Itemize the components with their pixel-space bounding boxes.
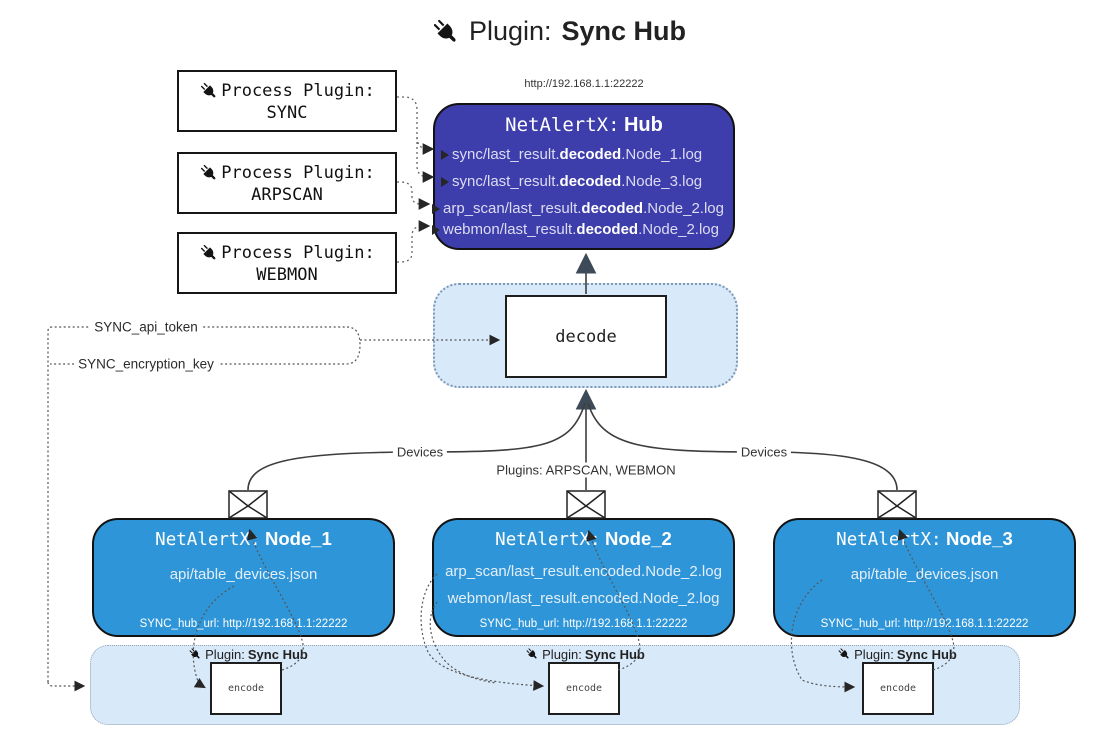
node-title-prefix: NetAlertX: xyxy=(155,530,261,550)
plug-icon xyxy=(185,644,205,664)
devices-label-right: Devices xyxy=(736,444,792,460)
plug-icon xyxy=(425,10,467,52)
encode-plugin-label: Plugin:Sync Hub xyxy=(525,646,645,662)
encode-plugin-label: Plugin:Sync Hub xyxy=(188,646,308,662)
envelope-icon xyxy=(228,490,268,519)
node-log-line: arp_scan/last_result.encoded.Node_2.log xyxy=(445,563,722,580)
encode-box-3: encode xyxy=(862,662,934,715)
arrow-right-icon xyxy=(441,149,449,160)
arrow-right-icon xyxy=(441,176,449,187)
process-plugin-label: Process Plugin: xyxy=(221,81,375,101)
decode-box: decode xyxy=(505,295,667,378)
title-name: Sync Hub xyxy=(561,16,687,46)
encode-plugin-label: Plugin:Sync Hub xyxy=(837,646,957,662)
encode-box-1: encode xyxy=(210,662,282,715)
process-plugin-label: Process Plugin: xyxy=(221,163,375,183)
node-log-line: webmon/last_result.encoded.Node_2.log xyxy=(447,590,720,607)
plug-icon xyxy=(522,644,542,664)
hub-log-line: arp_scan/last_result.decoded.Node_2.log xyxy=(432,200,724,217)
arrow-right-icon xyxy=(432,224,440,235)
node-log-line: api/table_devices.json xyxy=(169,566,318,583)
node-hub-url: SYNC_hub_url: http://192.168.1.1:22222 xyxy=(820,618,1029,630)
plug-icon xyxy=(195,159,223,187)
node-3-box: NetAlertX: Node_3 api/table_devices.json… xyxy=(773,518,1076,637)
hub-log-line: sync/last_result.decoded.Node_1.log xyxy=(441,146,702,163)
devices-label-left: Devices xyxy=(392,444,448,460)
envelope-icon xyxy=(877,490,917,519)
hub-title-name: Hub xyxy=(623,114,663,136)
process-plugin-label: Process Plugin: xyxy=(221,243,375,263)
node-title-name: Node_1 xyxy=(264,528,332,549)
hub-box: NetAlertX: Hub sync/last_result.decoded.… xyxy=(432,103,735,250)
arrow-right-icon xyxy=(432,203,440,214)
process-plugin-name: SYNC xyxy=(266,103,308,123)
process-plugin-name: WEBMON xyxy=(256,265,318,285)
hub-title-prefix: NetAlertX: xyxy=(505,114,620,136)
sync-api-token-label: SYNC_api_token xyxy=(90,319,202,335)
process-plugin-box-sync: Process Plugin: SYNC xyxy=(177,70,397,132)
decode-label: decode xyxy=(555,326,617,347)
node-title-prefix: NetAlertX: xyxy=(495,530,601,550)
node-1-box: NetAlertX: Node_1 api/table_devices.json… xyxy=(92,518,395,637)
process-plugin-box-arpscan: Process Plugin: ARPSCAN xyxy=(177,152,397,214)
envelope-icon xyxy=(566,490,606,519)
process-plugin-box-webmon: Process Plugin: WEBMON xyxy=(177,232,397,294)
encode-box-2: encode xyxy=(548,662,620,715)
page-title: Plugin: Sync Hub xyxy=(0,16,1117,47)
title-prefix: Plugin: xyxy=(468,16,552,46)
node-2-box: NetAlertX: Node_2 arp_scan/last_result.e… xyxy=(432,518,735,637)
node-title-name: Node_3 xyxy=(945,528,1013,549)
plug-icon xyxy=(195,239,223,267)
node-title-prefix: NetAlertX: xyxy=(836,530,942,550)
hub-log-line: webmon/last_result.decoded.Node_2.log xyxy=(432,221,719,238)
node-hub-url: SYNC_hub_url: http://192.168.1.1:22222 xyxy=(479,618,688,630)
plug-icon xyxy=(834,644,854,664)
node-log-line: api/table_devices.json xyxy=(850,566,999,583)
plug-icon xyxy=(195,77,223,105)
process-to-hub-connectors xyxy=(397,96,435,263)
hub-url: http://192.168.1.1:22222 xyxy=(524,78,644,90)
hub-title: NetAlertX: Hub xyxy=(435,114,733,137)
node-title-name: Node_2 xyxy=(604,528,672,549)
envelope-icons xyxy=(228,490,917,519)
sync-encryption-key-label: SYNC_encryption_key xyxy=(74,356,218,372)
hub-log-line: sync/last_result.decoded.Node_3.log xyxy=(441,173,702,190)
node-hub-url: SYNC_hub_url: http://192.168.1.1:22222 xyxy=(139,618,348,630)
process-plugin-name: ARPSCAN xyxy=(251,185,323,205)
plugins-note-label: Plugins: ARPSCAN, WEBMON xyxy=(492,462,680,478)
